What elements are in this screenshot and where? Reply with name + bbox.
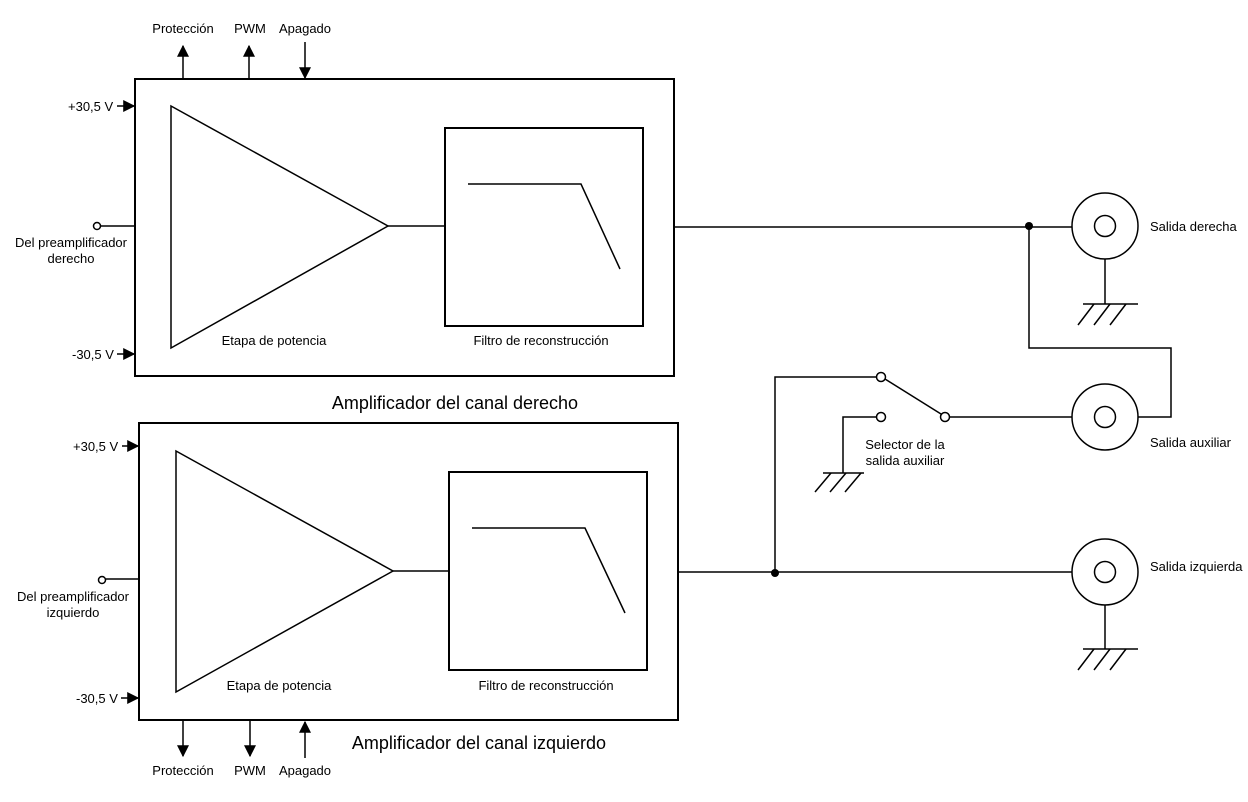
aux-jack-inner	[1093, 405, 1117, 429]
left-lowpass-curve	[472, 527, 626, 614]
right-input-terminal	[92, 221, 102, 231]
right-output-wiring	[674, 222, 1172, 418]
selector-label-2: salida auxiliar	[866, 453, 945, 468]
left-filter-label: Filtro de reconstrucción	[478, 678, 613, 693]
selector-contact-lower	[875, 411, 887, 423]
aux-output-label: Salida auxiliar	[1150, 435, 1232, 450]
right-output-jack: Salida derecha	[1071, 192, 1237, 326]
right-filter-label: Filtro de reconstrucción	[473, 333, 608, 348]
top-pwm-label: PWM	[234, 21, 266, 36]
selector-common-contact	[939, 411, 951, 423]
bottom-apagado-label: Apagado	[279, 763, 331, 778]
right-jack-inner	[1093, 214, 1117, 238]
left-filter-box	[448, 471, 648, 671]
left-to-selector-wire	[774, 376, 878, 573]
left-amplifier: +30,5 V -30,5 V Del preamplificador izqu…	[17, 422, 679, 778]
left-output-jack: Salida izquierda	[1071, 538, 1243, 671]
top-control-signals: Protección PWM Apagado	[152, 21, 331, 80]
left-supply-pos-label: +30,5 V	[73, 439, 119, 454]
bottom-control-signals: Protección PWM Apagado	[152, 720, 331, 778]
left-output-label: Salida izquierda	[1150, 559, 1243, 574]
right-to-aux-wire	[1028, 226, 1172, 418]
top-proteccion-label: Protección	[152, 21, 213, 36]
right-amplifier: Protección PWM Apagado +30,5 V -30,5 V D…	[15, 21, 675, 413]
right-supply-neg-label: -30,5 V	[72, 347, 114, 362]
left-output-wiring	[678, 376, 1072, 577]
selector-ground-wire	[842, 416, 877, 473]
right-power-stage-label: Etapa de potencia	[222, 333, 328, 348]
right-lowpass-curve	[468, 183, 621, 270]
left-jack-outer	[1071, 538, 1139, 606]
right-power-stage-triangle	[170, 104, 390, 350]
selector-label-1: Selector de la	[865, 437, 945, 452]
right-amp-title: Amplificador del canal derecho	[332, 393, 578, 413]
right-jack-ground-icon	[1077, 303, 1138, 326]
left-jack-ground-icon	[1077, 648, 1138, 671]
aux-output-jack: Salida auxiliar	[1071, 383, 1232, 451]
right-supply-pos-label: +30,5 V	[68, 99, 114, 114]
bottom-proteccion-label: Protección	[152, 763, 213, 778]
left-power-stage-triangle	[175, 449, 395, 694]
aux-jack-outer	[1071, 383, 1139, 451]
selector-contact-upper	[875, 371, 887, 383]
left-amp-title: Amplificador del canal izquierdo	[352, 733, 606, 753]
right-output-label: Salida derecha	[1150, 219, 1237, 234]
left-input-label-2: izquierdo	[47, 605, 100, 620]
aux-selector-switch: Selector de la salida auxiliar	[814, 371, 1072, 493]
left-power-stage-label: Etapa de potencia	[227, 678, 333, 693]
right-jack-outer	[1071, 192, 1139, 260]
left-jack-inner	[1093, 560, 1117, 584]
left-input-label-1: Del preamplificador	[17, 589, 130, 604]
left-supply-neg-label: -30,5 V	[76, 691, 118, 706]
bottom-pwm-label: PWM	[234, 763, 266, 778]
top-apagado-label: Apagado	[279, 21, 331, 36]
right-input-label-1: Del preamplificador	[15, 235, 128, 250]
selector-ground-icon	[814, 472, 864, 493]
left-input-terminal	[97, 575, 107, 585]
selector-blade	[884, 378, 942, 415]
right-filter-box	[444, 127, 644, 327]
right-input-label-2: derecho	[48, 251, 95, 266]
